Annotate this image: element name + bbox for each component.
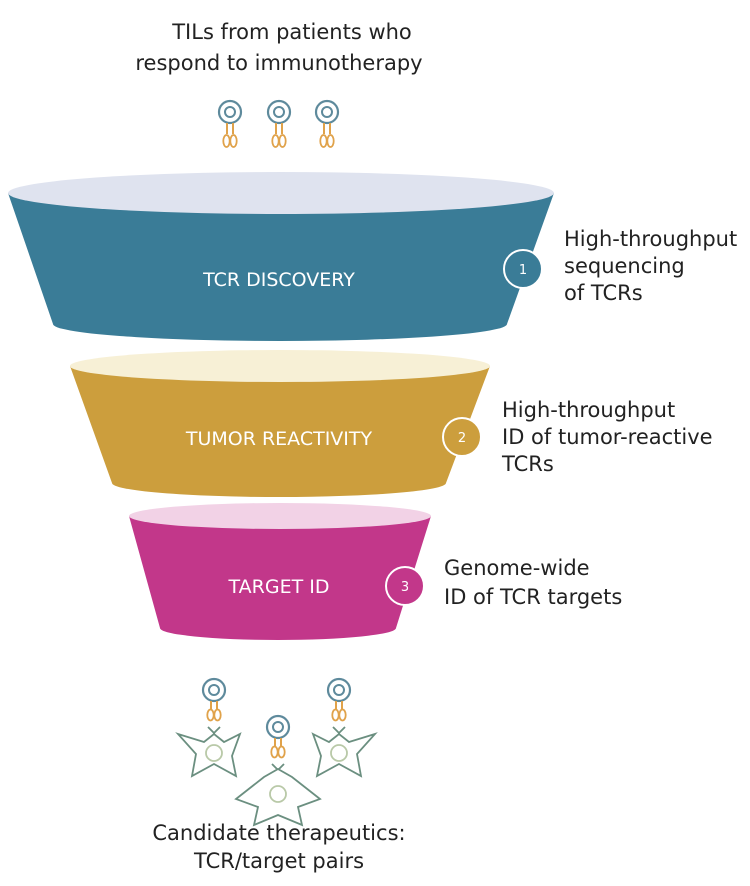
stage-1-desc-line-1: High-throughput — [564, 227, 737, 251]
til-cell-icon — [217, 99, 243, 148]
stage-3-desc-line-2: ID of TCR targets — [444, 585, 622, 609]
stage-1-desc-line-2: sequencing — [564, 254, 685, 278]
tcr-target-pair-icon — [234, 714, 322, 827]
stage-2-desc-line-1: High-throughput — [502, 398, 675, 422]
stage-1-number-badge — [503, 249, 543, 289]
tcr-target-pair-icons — [175, 677, 378, 827]
stage-2-rim — [70, 350, 490, 382]
top-caption-line-2: respond to immunotherapy — [135, 51, 422, 75]
stage-3-desc-line-1: Genome-wide — [444, 556, 590, 580]
stage-3-rim — [129, 503, 431, 529]
stage-1-band — [8, 193, 554, 341]
til-cell-icon — [314, 99, 340, 148]
stage-3-number-badge — [385, 566, 425, 606]
stage-3-number: 3 — [401, 580, 409, 595]
stage-2-band — [70, 366, 490, 497]
tcr-target-pair-icon — [175, 677, 242, 778]
bottom-caption-line-1: Candidate therapeutics: — [152, 821, 405, 845]
til-cell-icon — [266, 99, 292, 148]
bottom-caption-line-2: TCR/target pairs — [193, 849, 364, 873]
stage-1-label: TCR DISCOVERY — [202, 269, 355, 291]
stage-2-desc-line-3: TCRs — [501, 452, 554, 476]
funnel-stage-3: TARGET ID 3 Genome-wide ID of TCR target… — [129, 503, 622, 640]
funnel-stage-2: TUMOR REACTIVITY 2 High-throughput ID of… — [70, 350, 713, 497]
til-cell-icons — [217, 99, 340, 148]
stage-2-desc-line-2: ID of tumor-reactive — [502, 425, 713, 449]
stage-3-band — [129, 516, 431, 640]
stage-2-number-badge — [442, 417, 482, 457]
stage-1-number: 1 — [519, 263, 527, 278]
stage-2-label: TUMOR REACTIVITY — [185, 428, 373, 450]
stage-3-label: TARGET ID — [228, 576, 330, 598]
funnel-stage-1: TCR DISCOVERY 1 High-throughput sequenci… — [8, 172, 737, 341]
stage-1-rim — [8, 172, 554, 214]
stage-1-desc-line-3: of TCRs — [564, 281, 643, 305]
tcr-target-pair-icon — [311, 677, 378, 778]
top-caption-line-1: TILs from patients who — [171, 20, 412, 44]
stage-2-number: 2 — [458, 431, 466, 446]
